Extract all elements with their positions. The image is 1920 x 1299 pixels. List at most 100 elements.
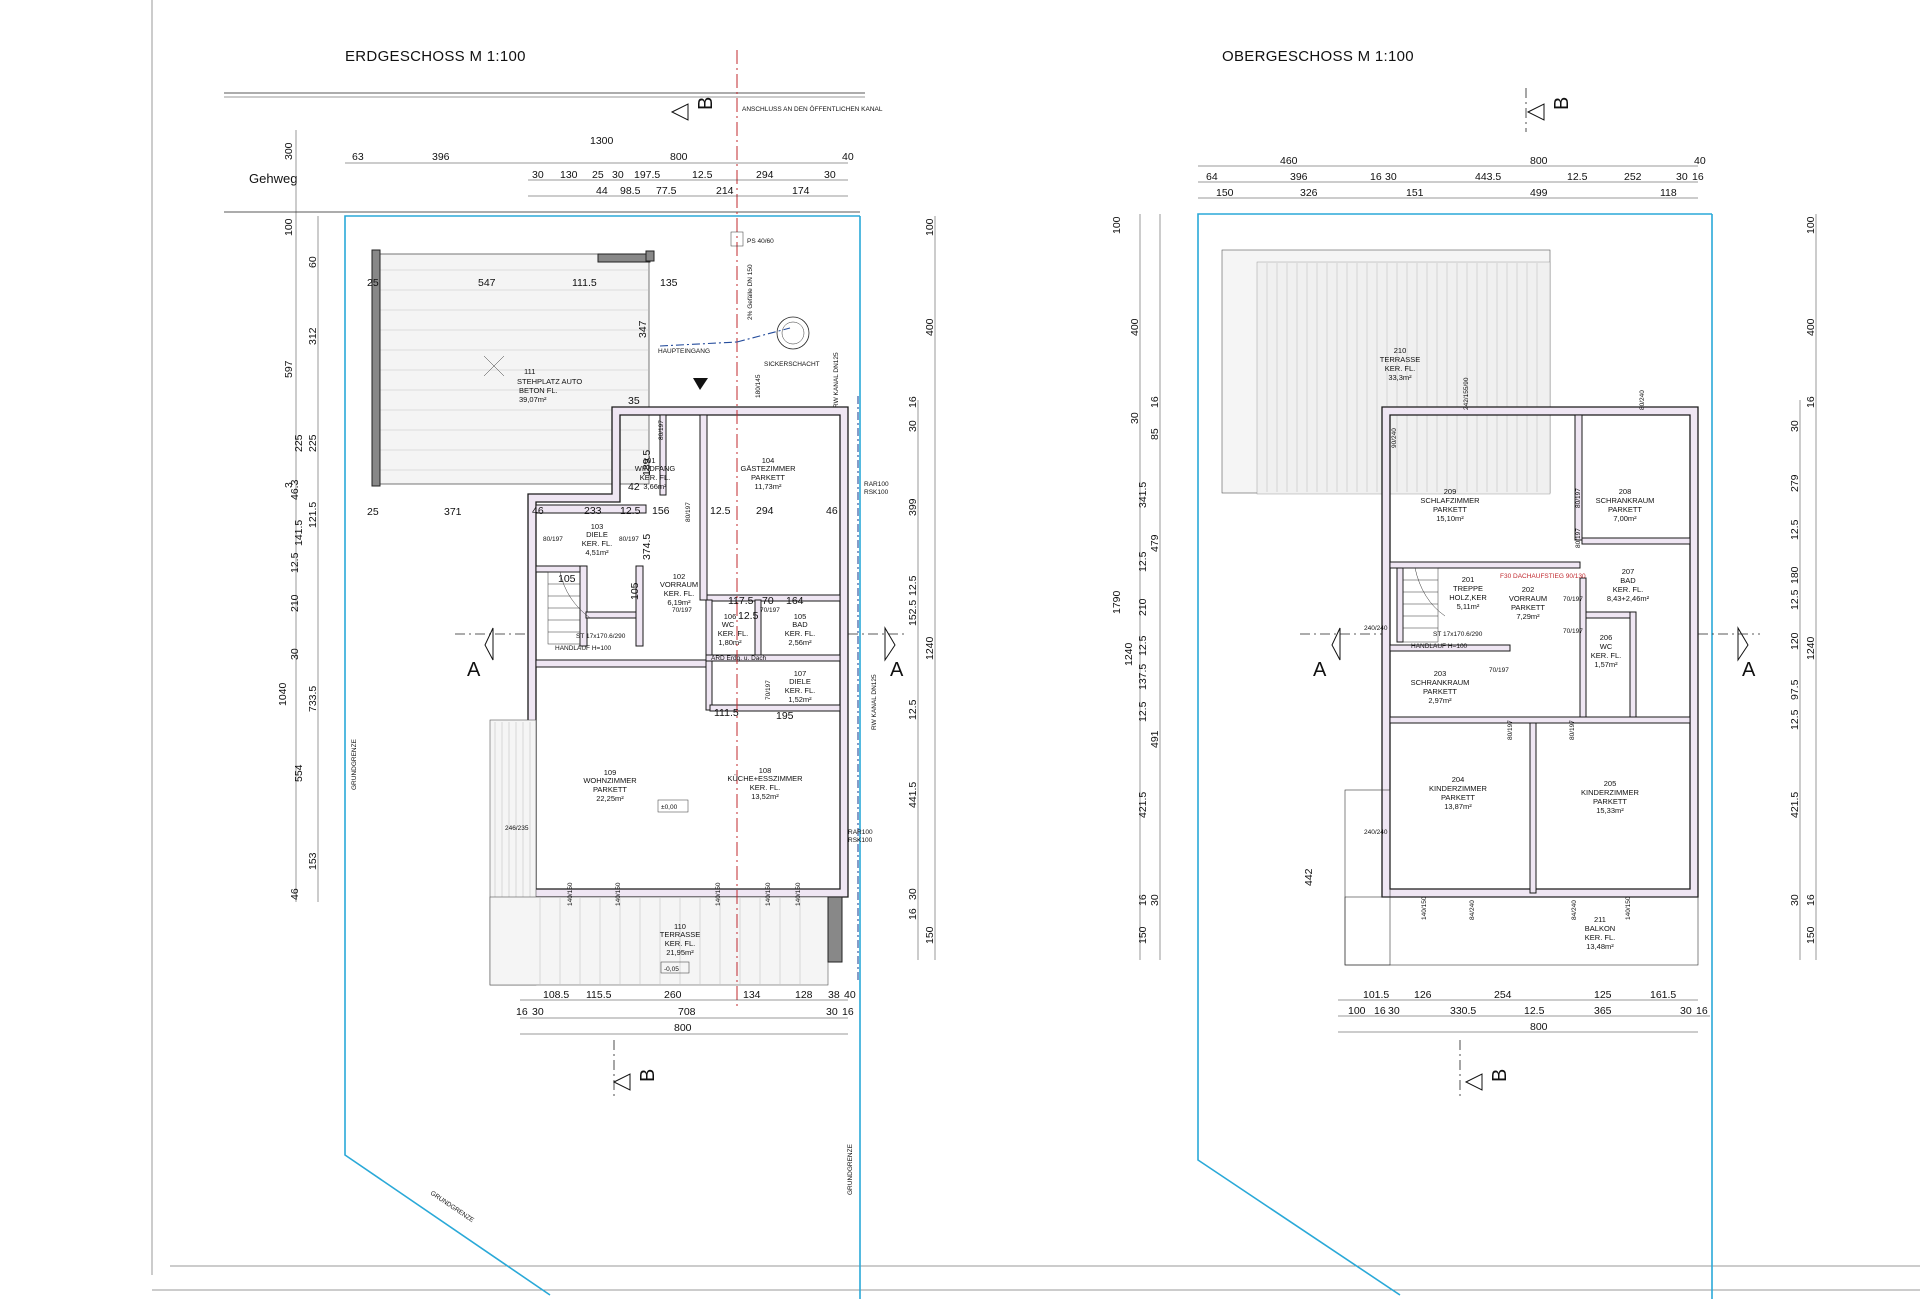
level-box-2 bbox=[660, 961, 690, 974]
svg-text:13,48m²: 13,48m² bbox=[1586, 942, 1614, 951]
room-210: 210 TERRASSE KER. FL. 33,3m² bbox=[1380, 346, 1420, 382]
room-103: 103 DIELE KER. FL. 4,51m² bbox=[582, 522, 612, 557]
svg-text:134: 134 bbox=[743, 989, 761, 1001]
svg-text:12.5: 12.5 bbox=[1137, 701, 1149, 722]
svg-text:100: 100 bbox=[1111, 216, 1123, 234]
ground-stair bbox=[547, 571, 591, 645]
grundgrenze-label-right: GRUNDGRENZE bbox=[847, 1143, 854, 1195]
svg-text:102: 102 bbox=[673, 572, 686, 581]
ground-section-a-right: A bbox=[848, 626, 905, 681]
svg-text:233: 233 bbox=[584, 505, 602, 517]
svg-text:PARKETT: PARKETT bbox=[751, 473, 785, 482]
level-label: ±0,00 bbox=[661, 804, 678, 811]
parking-hatch bbox=[374, 269, 649, 471]
svg-text:80/197: 80/197 bbox=[1575, 528, 1582, 548]
svg-text:140/150: 140/150 bbox=[1625, 896, 1632, 920]
svg-text:399: 399 bbox=[907, 498, 919, 516]
svg-text:TREPPE: TREPPE bbox=[1453, 584, 1483, 593]
svg-text:VORRAUM: VORRAUM bbox=[660, 580, 698, 589]
grundgrenze-label-diag: GRUNDGRENZE bbox=[429, 1190, 476, 1225]
svg-text:KER. FL.: KER. FL. bbox=[1385, 364, 1415, 373]
svg-text:A: A bbox=[1313, 659, 1327, 681]
svg-text:BALKON: BALKON bbox=[1585, 924, 1615, 933]
svg-text:150: 150 bbox=[1805, 926, 1817, 944]
svg-text:16: 16 bbox=[1137, 894, 1149, 906]
upper-dim-top: 64 460 396 16 30 443.5 800 12.5 252 30 4… bbox=[1198, 155, 1706, 199]
svg-text:101: 101 bbox=[643, 456, 656, 465]
svg-text:90/240: 90/240 bbox=[1391, 428, 1398, 448]
svg-text:12.5: 12.5 bbox=[1567, 171, 1588, 183]
svg-text:16: 16 bbox=[907, 908, 919, 920]
upper-dim-left: 100 400 1790 16 30 85 341.5 479 12.5 210… bbox=[1111, 214, 1315, 960]
ground-stair-label: ST 17x170.6/290 bbox=[576, 633, 626, 640]
svg-text:16: 16 bbox=[1805, 396, 1817, 408]
room-111: 111 STEHPLATZ AUTO BETON FL. 39,07m² bbox=[517, 367, 582, 404]
svg-text:7,29m²: 7,29m² bbox=[1516, 612, 1540, 621]
svg-text:46: 46 bbox=[826, 505, 838, 517]
svg-text:TERRASSE: TERRASSE bbox=[1380, 355, 1420, 364]
svg-text:294: 294 bbox=[756, 505, 774, 517]
svg-text:PARKETT: PARKETT bbox=[593, 785, 627, 794]
svg-text:16: 16 bbox=[842, 1006, 854, 1018]
svg-text:B: B bbox=[637, 1069, 659, 1082]
room-205: 205 KINDERZIMMER PARKETT 15,33m² bbox=[1581, 779, 1640, 815]
svg-text:491: 491 bbox=[1149, 730, 1161, 748]
svg-text:1,57m²: 1,57m² bbox=[1594, 660, 1618, 669]
svg-text:30: 30 bbox=[1385, 171, 1397, 183]
svg-text:30: 30 bbox=[1149, 894, 1161, 906]
svg-text:16: 16 bbox=[907, 396, 919, 408]
svg-text:110: 110 bbox=[674, 922, 686, 931]
svg-text:242/155/90: 242/155/90 bbox=[1463, 377, 1470, 410]
svg-text:341.5: 341.5 bbox=[1137, 482, 1149, 508]
svg-text:PARKETT: PARKETT bbox=[1608, 505, 1642, 514]
svg-text:12.5: 12.5 bbox=[907, 575, 919, 596]
svg-text:A: A bbox=[890, 659, 904, 681]
upper-stair-label: ST 17x170.6/290 bbox=[1433, 631, 1483, 638]
svg-text:115.5: 115.5 bbox=[586, 989, 612, 1001]
svg-text:KER. FL.: KER. FL. bbox=[750, 783, 780, 792]
svg-text:125: 125 bbox=[1594, 989, 1612, 1001]
room-107: 107 DIELE KER. FL. 1,52m² bbox=[785, 669, 815, 704]
svg-text:111.5: 111.5 bbox=[714, 707, 739, 719]
svg-text:A: A bbox=[467, 659, 481, 681]
svg-text:PARKETT: PARKETT bbox=[1441, 793, 1475, 802]
room-106: 106 WC KER. FL. 1,80m² bbox=[718, 612, 748, 647]
svg-text:15,33m²: 15,33m² bbox=[1596, 806, 1624, 815]
svg-text:1,52m²: 1,52m² bbox=[788, 695, 812, 704]
svg-text:46: 46 bbox=[532, 505, 544, 517]
svg-text:30: 30 bbox=[532, 1006, 544, 1018]
svg-text:21,95m²: 21,95m² bbox=[666, 948, 694, 957]
svg-text:100: 100 bbox=[924, 218, 936, 236]
svg-text:180: 180 bbox=[1789, 566, 1801, 584]
svg-text:396: 396 bbox=[432, 151, 450, 163]
svg-text:164: 164 bbox=[786, 595, 804, 607]
svg-text:KER. FL.: KER. FL. bbox=[582, 539, 612, 548]
svg-text:442: 442 bbox=[1303, 868, 1315, 886]
svg-text:KER. FL.: KER. FL. bbox=[718, 629, 748, 638]
svg-text:400: 400 bbox=[924, 318, 936, 336]
svg-text:8,43+2,46m²: 8,43+2,46m² bbox=[1607, 594, 1650, 603]
svg-text:44: 44 bbox=[596, 185, 608, 197]
svg-text:140/150: 140/150 bbox=[567, 882, 574, 906]
svg-text:252: 252 bbox=[1624, 171, 1642, 183]
svg-text:210: 210 bbox=[289, 594, 301, 612]
svg-text:30: 30 bbox=[532, 169, 544, 181]
title-upper-floor: OBERGESCHOSS M 1:100 bbox=[1222, 48, 1414, 65]
svg-text:365: 365 bbox=[1594, 1005, 1612, 1017]
svg-text:246/235: 246/235 bbox=[505, 825, 529, 832]
svg-text:5,11m²: 5,11m² bbox=[1457, 602, 1480, 611]
svg-text:16: 16 bbox=[1149, 396, 1161, 408]
svg-text:211: 211 bbox=[1594, 915, 1606, 924]
svg-text:64: 64 bbox=[1206, 171, 1218, 183]
svg-text:30: 30 bbox=[1129, 412, 1141, 424]
ground-terrace-south bbox=[489, 896, 829, 986]
svg-text:800: 800 bbox=[1530, 155, 1548, 167]
svg-text:117.5: 117.5 bbox=[728, 595, 754, 607]
room-109: 109 WOHNZIMMER PARKETT 22,25m² bbox=[583, 768, 637, 803]
svg-text:SCHRANKRAUM: SCHRANKRAUM bbox=[1596, 496, 1655, 505]
svg-text:KER. FL.: KER. FL. bbox=[1585, 933, 1615, 942]
svg-text:4,51m²: 4,51m² bbox=[585, 548, 609, 557]
room-111-area: 39,07m² bbox=[519, 395, 547, 404]
svg-text:708: 708 bbox=[678, 1006, 696, 1018]
svg-text:140/150: 140/150 bbox=[765, 882, 772, 906]
